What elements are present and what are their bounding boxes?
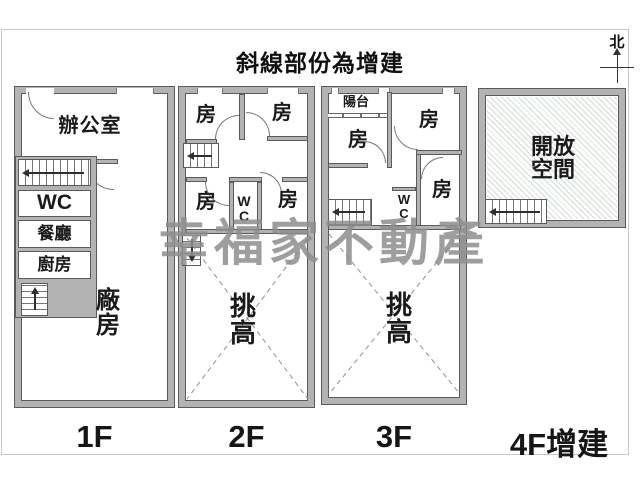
staircase-small — [182, 233, 201, 266]
interior-wall — [328, 225, 461, 230]
interior-wall — [416, 150, 462, 155]
interior-wall — [328, 163, 368, 168]
staircase — [18, 159, 91, 186]
room-label-office: 辦公室 — [58, 114, 122, 137]
staircase — [183, 143, 219, 168]
north-arrow-icon — [613, 48, 621, 55]
room-label-kitchen: 廚房 — [37, 255, 72, 275]
balcony-window — [328, 113, 388, 118]
window-tick — [342, 113, 344, 118]
floor-label-2f: 2F — [228, 419, 265, 454]
room-label-bedroom: 房 — [432, 178, 452, 201]
room-label-bedroom: 房 — [278, 188, 298, 211]
interior-wall — [267, 136, 308, 141]
staircase-small — [21, 283, 48, 316]
window-opening — [378, 88, 390, 94]
floor-label-1f: 1F — [76, 419, 113, 454]
window-opening — [267, 88, 299, 94]
room-label-bedroom: 房 — [196, 190, 216, 213]
room-label-wc: WC — [37, 191, 72, 215]
void-cross-lines — [187, 238, 308, 399]
north-compass: 北 — [600, 31, 634, 83]
stair-direction-arrow — [187, 151, 212, 160]
window-opening — [116, 88, 154, 94]
north-label: 北 — [609, 34, 625, 51]
stair-direction-arrow — [22, 168, 84, 177]
interior-wall — [387, 92, 392, 168]
room-label-open-space: 開放空間 — [530, 133, 575, 182]
door-arc — [421, 157, 443, 179]
interior-wall — [229, 182, 234, 234]
interior-wall — [239, 94, 245, 140]
room-label-factory: 廠房 — [96, 286, 120, 339]
image-border-frame — [1, 29, 629, 455]
floor-label-4f: 4F增建 — [509, 427, 609, 462]
room-label-void: 挑高 — [385, 289, 412, 347]
stair-direction-arrow — [489, 207, 540, 216]
window-opening — [331, 88, 339, 94]
room-kitchen: 廚房 — [18, 251, 91, 279]
room-label-wc: WC — [397, 192, 411, 221]
entry-door-opening — [26, 88, 54, 94]
stair-direction-arrow — [30, 287, 39, 310]
room-label-balcony: 陽台 — [342, 94, 369, 110]
floorplan-4f-addition: 開放空間 — [478, 88, 626, 228]
floorplan-1f: 辦公室 WC 餐廳 廚房 廠房 — [14, 86, 175, 408]
interior-wall — [416, 154, 421, 229]
door-arc — [364, 141, 386, 163]
room-dining: 餐廳 — [18, 220, 91, 248]
page-title: 斜線部份為增建 — [236, 50, 404, 76]
window-opening — [197, 88, 223, 94]
interior-wall — [392, 187, 416, 191]
room-wc: WC — [18, 190, 91, 217]
interior-wall — [186, 229, 308, 234]
window-tick — [378, 113, 380, 118]
staircase — [328, 199, 372, 225]
door-arc — [28, 92, 54, 119]
room-label-dining: 餐廳 — [37, 224, 72, 244]
floor-label-3f: 3F — [375, 419, 413, 454]
north-arrow-crossbar — [600, 67, 634, 68]
room-label-wc: WC — [237, 193, 251, 224]
void-cross-lines — [329, 234, 460, 394]
window-tick — [360, 113, 362, 118]
window-opening — [442, 88, 455, 94]
room-label-bedroom: 房 — [419, 108, 439, 131]
room-label-bedroom: 房 — [348, 128, 368, 151]
room-label-void: 挑高 — [229, 290, 256, 348]
north-arrow-line — [617, 53, 618, 83]
interior-wall — [282, 177, 308, 182]
staircase — [485, 199, 547, 224]
interior-wall — [186, 177, 207, 182]
addition-hatch-fill — [487, 97, 617, 219]
stair-direction-arrow — [332, 208, 365, 216]
room-label-bedroom: 房 — [272, 101, 292, 124]
stair-direction-arrow — [187, 239, 196, 262]
door-arc — [394, 126, 418, 150]
floorplan-2f: 房 房 房 WC 房 挑高 — [178, 86, 315, 408]
floorplan-3f: 陽台 房 房 房 WC 挑高 — [321, 86, 467, 405]
room-label-bedroom: 房 — [196, 103, 216, 126]
